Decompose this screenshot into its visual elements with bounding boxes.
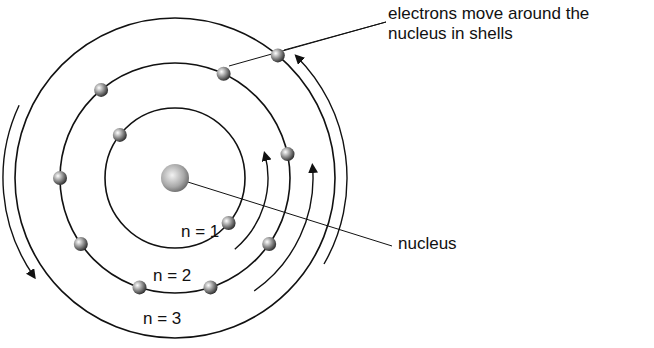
electron — [271, 48, 285, 62]
electrons — [53, 48, 295, 294]
electron — [94, 83, 108, 97]
electron — [133, 280, 147, 294]
electron — [74, 237, 88, 251]
motion-arrow — [3, 105, 34, 276]
electron — [113, 128, 127, 142]
electron — [281, 147, 295, 161]
shell-label: n = 2 — [153, 266, 191, 286]
electron — [53, 171, 67, 185]
shell-label: n = 1 — [181, 222, 219, 242]
callout-text: electrons move around the nucleus in she… — [388, 4, 633, 45]
motion-arrow — [297, 56, 347, 264]
shell-circles — [15, 18, 335, 338]
leader-lines — [175, 22, 392, 246]
motion-arrow — [254, 166, 313, 291]
shell-label: n = 3 — [143, 309, 181, 329]
electron — [217, 67, 231, 81]
electron — [204, 280, 218, 294]
part-label: nucleus — [398, 234, 518, 254]
electron — [222, 216, 236, 230]
nucleus-sphere — [161, 164, 189, 192]
electron — [262, 237, 276, 251]
motion-arrows — [3, 56, 347, 291]
